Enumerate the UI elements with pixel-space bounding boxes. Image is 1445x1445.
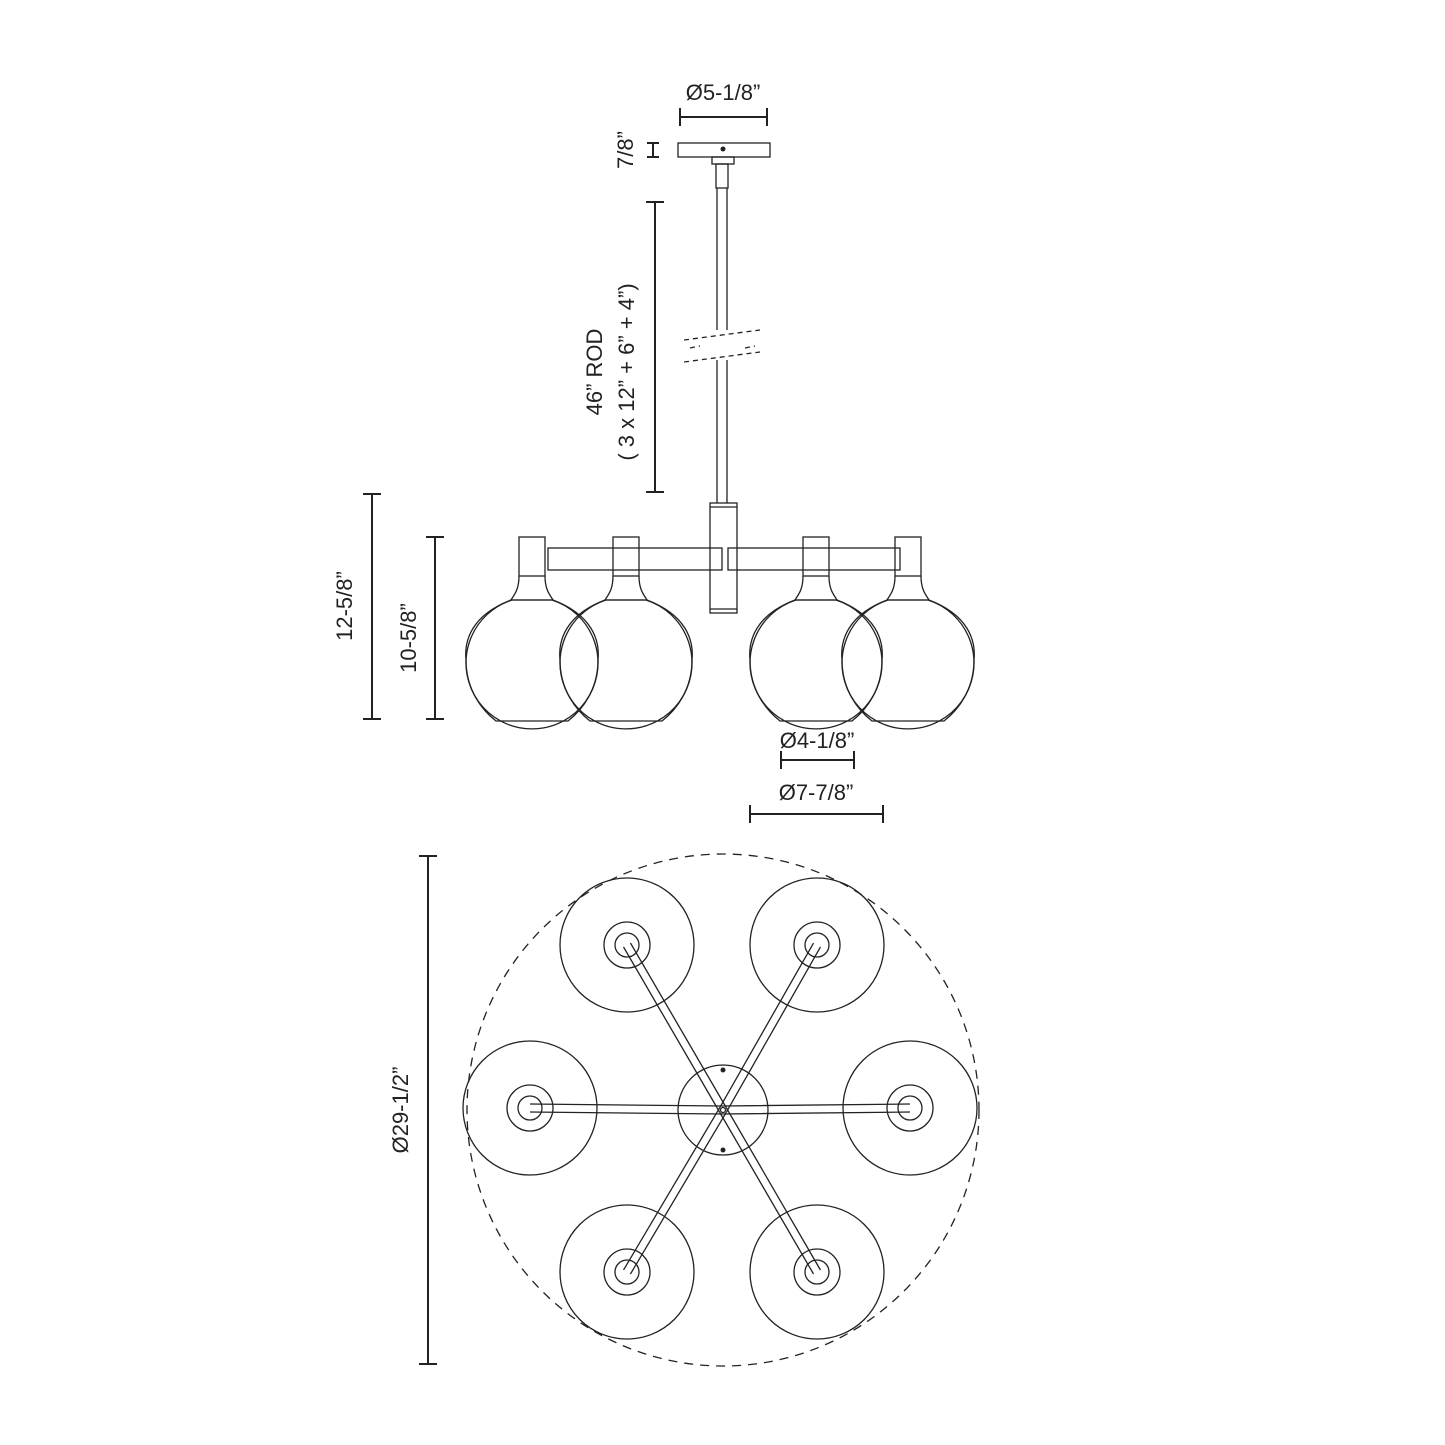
rod-length-label: 46” ROD	[582, 329, 607, 416]
overall-diameter-label: Ø29-1/2”	[388, 1067, 413, 1154]
canopy-diameter-dimension: Ø5-1/8”	[679, 80, 768, 126]
overall-diameter-dimension: Ø29-1/2”	[388, 855, 437, 1365]
canopy-height-label: 7/8”	[613, 131, 638, 169]
globe-opening-dimension: Ø4-1/8”	[780, 728, 855, 769]
canopy-diameter-label: Ø5-1/8”	[686, 80, 761, 105]
globe-bottom	[462, 1040, 724, 1176]
canopy-height-dimension: 7/8”	[613, 131, 659, 169]
globe-opening-label: Ø4-1/8”	[780, 728, 855, 753]
globe-side	[749, 536, 883, 730]
rod-length-dimension: 46” ROD ( 3 x 12” + 6” + 4”)	[582, 201, 664, 493]
globe-bottom	[718, 1107, 885, 1340]
canopy-side-view	[677, 142, 771, 503]
globe-height-dimension: 10-5/8”	[396, 536, 444, 720]
globe-side	[841, 536, 975, 730]
globe-side	[559, 536, 693, 730]
globe-diameter-dimension: Ø7-7/8”	[749, 780, 884, 823]
globe-bottom	[559, 877, 728, 1113]
overall-height-label: 12-5/8”	[332, 571, 357, 641]
globe-bottom	[722, 1040, 978, 1176]
globe-bottom	[718, 877, 885, 1113]
globe-diameter-label: Ø7-7/8”	[779, 780, 854, 805]
overall-height-dimension: 12-5/8”	[332, 493, 381, 720]
fixture-side-view	[465, 502, 975, 730]
globe-bottom	[559, 1107, 728, 1340]
rod-segments-label: ( 3 x 12” + 6” + 4”)	[614, 283, 639, 460]
fixture-bottom-view	[462, 853, 980, 1367]
globe-height-label: 10-5/8”	[396, 603, 421, 673]
globe-side	[465, 536, 599, 730]
